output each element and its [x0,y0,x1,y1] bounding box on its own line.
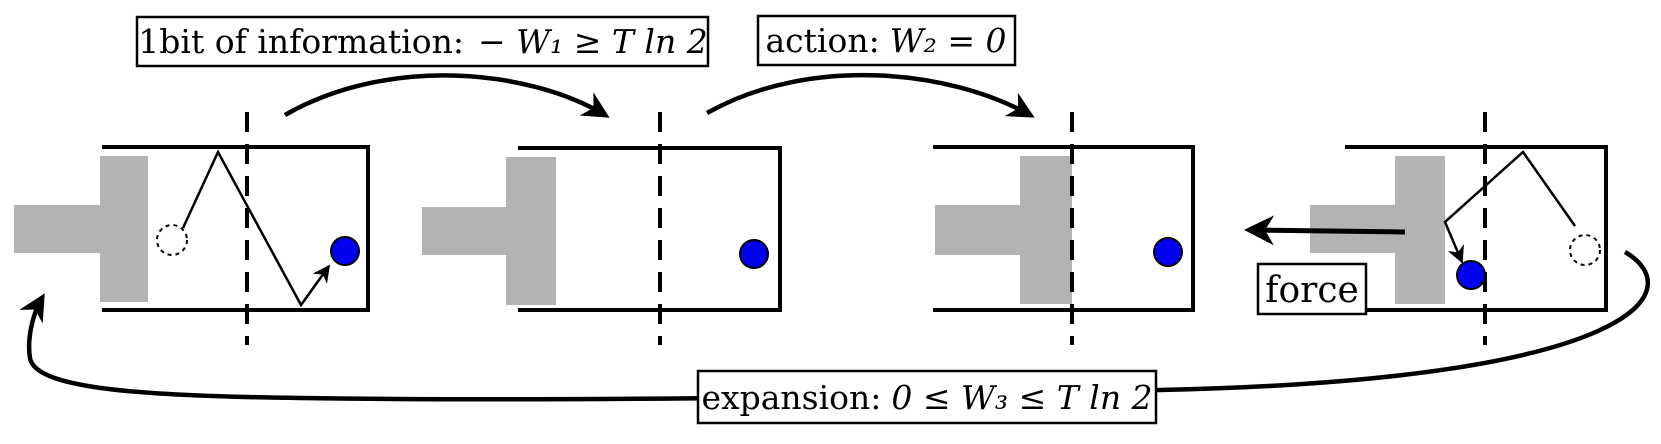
piston-head-2 [506,157,556,305]
piston-head-3 [1020,156,1072,304]
cylinder-wall-4 [1345,145,1608,312]
particle-4 [1456,260,1486,290]
trajectory-1 [181,149,331,308]
svg-text:action:W₂ = 0: action: W₂ = 0 [766,21,1007,60]
force-label-box: force [1256,262,1368,316]
particle-ghost-1 [156,224,188,256]
info-label-box: 1bit of information: − W₁ ≥ T ln 2 [135,15,710,68]
force-arrow [1244,215,1406,246]
transition-arrow-1-to-2 [283,73,610,118]
action-label-math: W₂ = 0 [890,21,1007,60]
action-label-box: action: W₂ = 0 [756,14,1017,67]
piston-rod-2 [422,207,508,255]
action-label-text: action: [766,21,880,60]
cylinder-wall-2 [518,146,782,312]
trajectory-4 [1443,150,1577,264]
piston-head-1 [100,156,148,302]
expansion-label-box: expansion: 0 ≤ W₃ ≤ T ln 2 [696,369,1158,425]
transition-arrow-2-to-3 [705,72,1035,118]
particle-ghost-4 [1569,234,1601,266]
panel-4 [1244,112,1608,345]
cylinder-wall-1 [102,145,370,312]
info-label-text: 1bit of information: [138,22,464,61]
panel-2 [422,112,782,345]
piston-rod-3 [935,205,1025,255]
panel-3 [933,112,1195,345]
info-label-math: − W₁ ≥ T ln 2 [478,22,708,61]
svg-text:expansion:0 ≤ W₃ ≤ T ln 2: expansion: 0 ≤ W₃ ≤ T ln 2 [701,378,1152,417]
panel-1 [14,112,370,345]
piston-rod-1 [14,205,104,253]
particle-2 [739,239,769,269]
expansion-label-math: 0 ≤ W₃ ≤ T ln 2 [891,378,1152,417]
cylinder-wall-3 [933,145,1195,312]
svg-text:1bit of information:− W₁ ≥ T l: 1bit of information: − W₁ ≥ T ln 2 [138,22,707,61]
expansion-label-text: expansion: [701,378,881,417]
force-label-text: force [1265,270,1359,311]
particle-1 [330,236,360,266]
particle-3 [1153,237,1183,267]
